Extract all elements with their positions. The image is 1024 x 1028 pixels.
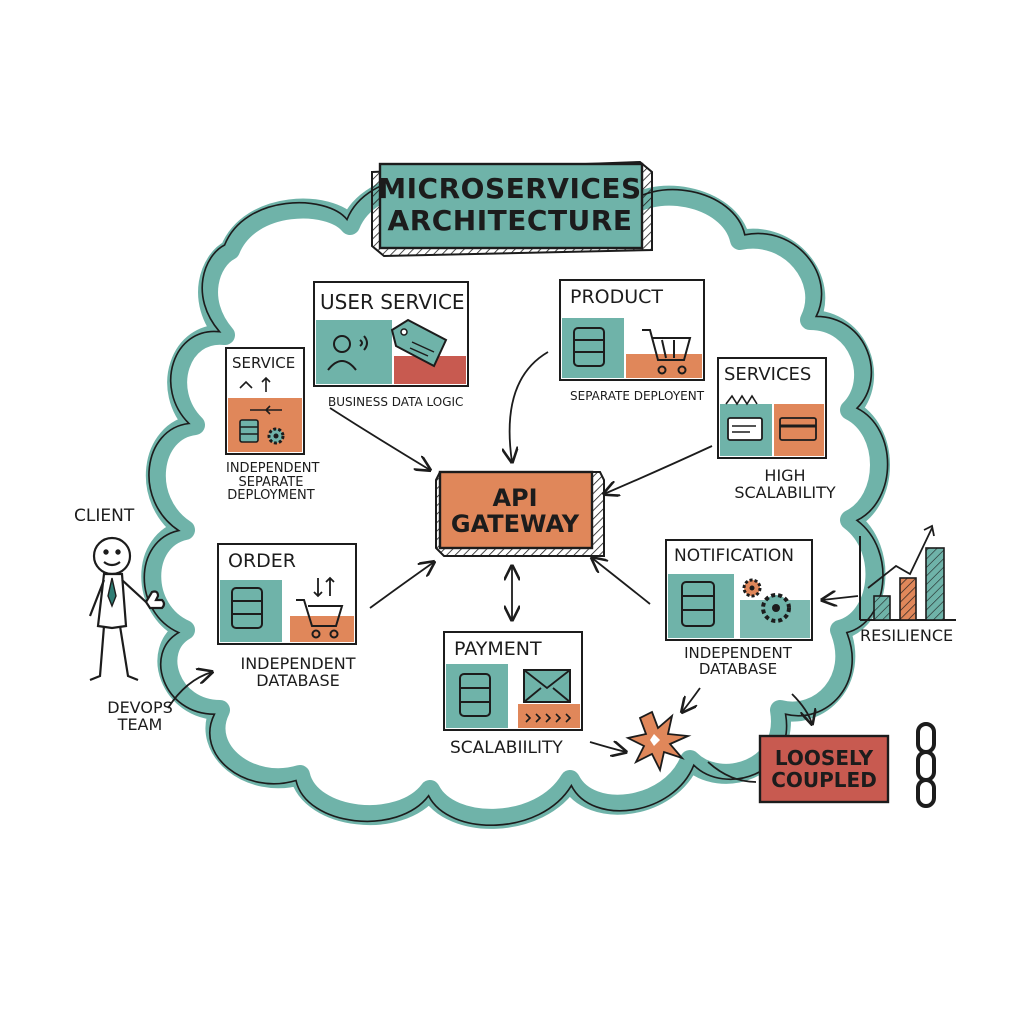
database-icon	[573, 327, 605, 367]
title-line-1: MICROSERVICES	[378, 171, 642, 205]
loosely-line-1: LOOSELY	[774, 746, 874, 770]
title-line-2: ARCHITECTURE	[387, 204, 633, 237]
payment-card	[443, 631, 583, 731]
loosely-coupled-box	[758, 734, 890, 804]
product-title: PRODUCT	[570, 286, 664, 308]
chain-icon	[916, 722, 936, 808]
database-icon	[459, 673, 491, 717]
payment-title: PAYMENT	[454, 638, 542, 660]
order-caption-2: DATABASE	[256, 670, 340, 690]
database-icon	[681, 581, 715, 627]
loosely-line-2: COUPLED	[771, 768, 877, 792]
services-card	[717, 357, 827, 459]
database-icon	[239, 419, 259, 443]
service-title: SERVICE	[232, 354, 296, 372]
card-icon	[779, 417, 817, 441]
title-banner	[371, 160, 653, 258]
bar-chart-icon	[859, 524, 956, 621]
user-service-caption: BUSINESS DATA LOGIC	[328, 395, 464, 409]
services-caption-2: SCALABILITY	[734, 482, 836, 502]
cart-icon	[296, 599, 344, 639]
gear-icon	[742, 578, 791, 623]
database-icon	[231, 587, 263, 629]
burst-icon	[625, 710, 692, 773]
order-caption-1: INDEPENDENT	[240, 654, 356, 673]
card-icon	[727, 417, 763, 441]
notification-caption: INDEPENDENT DATABASE	[676, 644, 800, 678]
client-label: CLIENT	[74, 506, 135, 526]
gateway-line-1: API	[492, 483, 538, 512]
tag-icon	[390, 318, 448, 368]
payment-caption: SCALABIILITY	[450, 738, 563, 758]
services-caption: HIGH SCALABILITY	[730, 466, 840, 502]
notification-title: NOTIFICATION	[674, 546, 794, 566]
notification-caption-2: DATABASE	[698, 659, 778, 678]
service-caption-1: INDEPENDENT	[226, 461, 320, 476]
product-caption: SEPARATE DEPLOYENT	[570, 389, 705, 403]
notification-caption-1: INDEPENDENT	[684, 644, 792, 662]
product-card	[559, 279, 705, 381]
gateway-line-2: GATEWAY	[450, 510, 580, 538]
stick-figure-icon	[88, 536, 166, 682]
order-card	[217, 543, 357, 645]
connector-arrows	[167, 351, 859, 783]
api-gateway-box	[435, 470, 605, 557]
devops-label: DEVOPS TEAM	[98, 698, 182, 734]
loosely-coupled-label: LOOSELY COUPLED	[760, 736, 888, 802]
service-caption: INDEPENDENT SEPARATE DEPLOYMENT	[226, 461, 320, 504]
notification-card	[665, 539, 813, 641]
envelope-icon	[523, 669, 571, 703]
service-caption-2: SEPARATE	[238, 474, 304, 490]
service-caption-3: DEPLOYMENT	[227, 488, 315, 504]
diagram-title: MICROSERVICES ARCHITECTURE	[372, 160, 648, 250]
resilience-label: RESILIENCE	[860, 626, 954, 645]
api-gateway-label: API GATEWAY	[440, 472, 590, 550]
cart-icon	[642, 329, 692, 375]
order-caption: INDEPENDENT DATABASE	[240, 654, 356, 690]
user-icon	[327, 335, 368, 371]
devops-line-2: TEAM	[117, 714, 163, 734]
devops-line-1: DEVOPS	[107, 698, 173, 717]
user-service-title: USER SERVICE	[320, 290, 465, 314]
services-title: SERVICES	[724, 364, 812, 385]
service-card	[225, 347, 305, 455]
gear-icon	[267, 427, 285, 445]
user-service-card	[313, 281, 469, 387]
order-title: ORDER	[228, 550, 296, 572]
services-caption-1: HIGH	[764, 466, 806, 485]
